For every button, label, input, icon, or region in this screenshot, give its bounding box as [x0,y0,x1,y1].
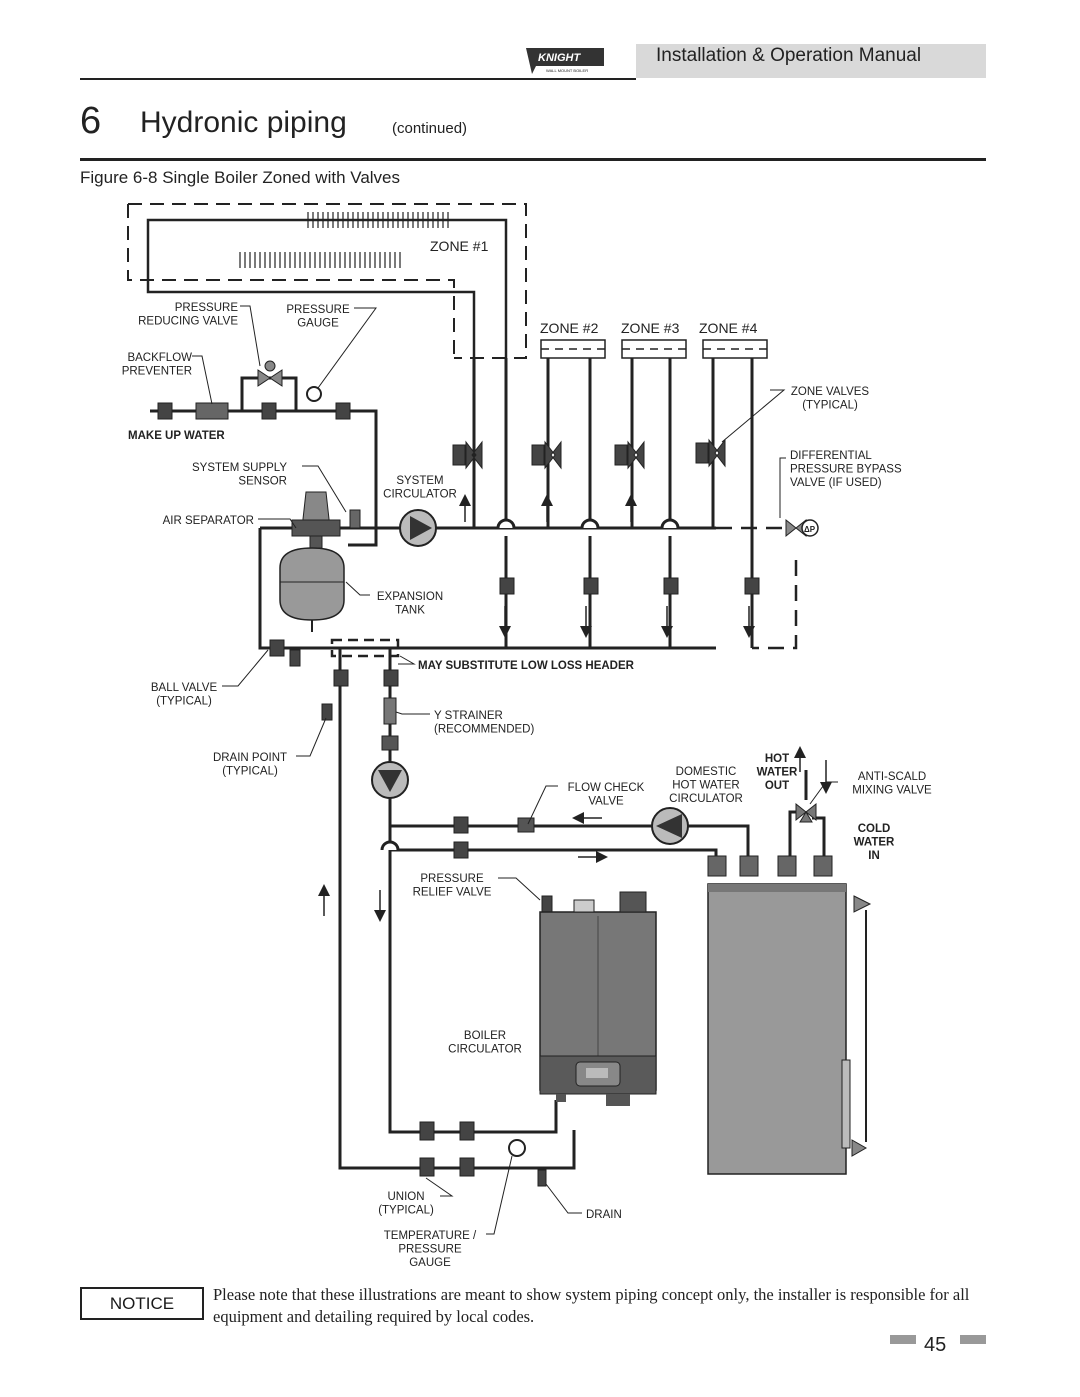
figure-caption: Figure 6-8 Single Boiler Zoned with Valv… [80,168,401,187]
lower-fittings [269,639,833,1187]
label-ball-valve: BALL VALVE(TYPICAL) [151,682,218,708]
page-marker-left [890,1335,916,1344]
anti-scald-valve [795,802,817,823]
dhw-circulator-pump [651,807,689,845]
air-separator [291,491,361,549]
header-title-bar [636,44,986,78]
pipe-crossovers [380,518,680,851]
flow-arrows [318,494,832,922]
boiler-temp-gauge [508,1139,526,1157]
notice-text: Please note that these illustrations are… [213,1285,970,1326]
notice-label: NOTICE [80,1287,204,1320]
boiler-unit [539,891,657,1106]
label-zone-valves: ZONE VALVES(TYPICAL) [791,386,870,412]
zone-1-radiator [146,218,508,358]
knight-logo: KNIGHT WALL MOUNT BOILER [526,48,604,74]
zone-3-label: ZONE #3 [621,320,680,336]
page-number: 45 [924,1334,947,1356]
svg-text:WALL MOUNT BOILER: WALL MOUNT BOILER [546,68,588,73]
section-continued: (continued) [392,120,468,137]
manual-title: Installation & Operation Manual [656,45,922,66]
radiator-fins [239,212,449,268]
boiler-circulator-pump [371,761,409,799]
zone-4-label: ZONE #4 [699,320,758,336]
make-up-fittings [157,360,351,420]
delta-p-label: ΔP [804,525,816,534]
zone-1-label: ZONE #1 [430,238,489,254]
svg-text:KNIGHT: KNIGHT [538,52,581,64]
differential-bypass-valve: ΔP [785,518,819,538]
label-make-up-water: MAKE UP WATER [128,430,225,442]
label-union: UNION(TYPICAL) [378,1191,434,1217]
label-air-separator: AIR SEPARATOR [163,515,254,527]
zone-2-label: ZONE #2 [540,320,599,336]
zone-valves [452,438,726,470]
section-title: Hydronic piping [140,106,347,139]
zone-1-area [127,203,527,359]
low-loss-header [330,638,400,658]
indirect-water-heater [707,883,872,1175]
section-number: 6 [80,100,102,142]
page-marker-right [960,1335,986,1344]
make-up-pressure-gauge [306,386,322,402]
system-circulator [399,509,437,547]
label-drain-point: DRAIN POINT(TYPICAL) [213,752,287,778]
leader-lines [192,305,838,1235]
section-rule [80,158,986,161]
zone-return-fittings [499,577,760,595]
bypass-dashed [716,526,798,650]
expansion-tank [279,547,345,632]
label-may-substitute: MAY SUBSTITUTE LOW LOSS HEADER [418,660,635,672]
label-drain: DRAIN [586,1209,622,1221]
header-rule [80,78,636,80]
label-y-strainer: Y STRAINER(RECOMMENDED) [434,710,534,736]
